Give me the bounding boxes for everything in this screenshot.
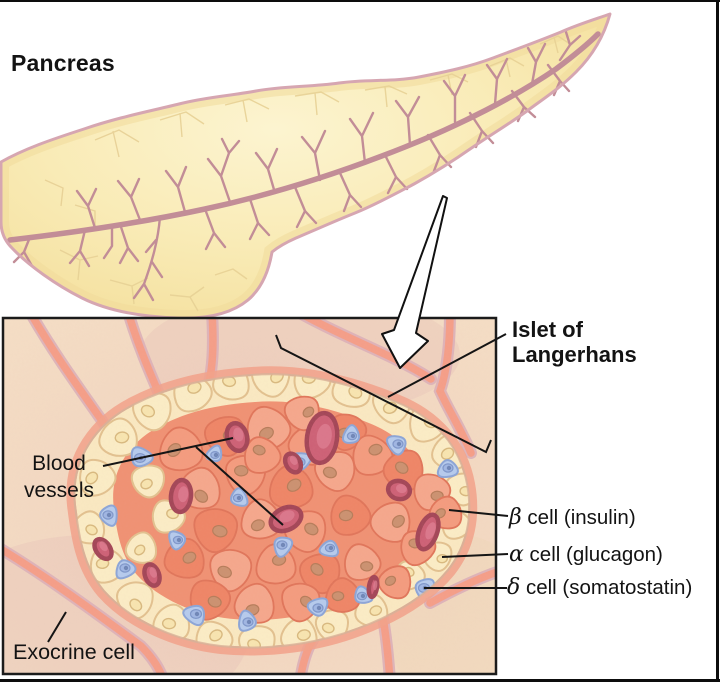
blood-vessels-line1: Blood <box>32 452 86 475</box>
blood-vessels-pointer-2 <box>195 446 284 526</box>
blood-vessels-line2: vessels <box>23 479 95 502</box>
figure-frame-top <box>0 0 720 2</box>
alpha-symbol: α <box>509 542 524 567</box>
pancreas-lobule-lines <box>44 35 571 312</box>
blood-vessels-label: Blood vessels <box>16 450 102 504</box>
alpha-cell-label: α cell (glucagon) <box>509 542 663 567</box>
delta-symbol: δ <box>507 575 521 600</box>
exocrine-cell-label: Exocrine cell <box>13 640 135 664</box>
duct-branches-head <box>12 215 164 302</box>
islet-bracket <box>275 334 492 454</box>
beta-text: cell (insulin) <box>521 506 636 529</box>
islet-inset <box>3 318 496 674</box>
exocrine-pointer <box>47 611 67 643</box>
islet-of-langerhans-label: Islet of Langerhans <box>512 317 637 367</box>
beta-cell-label: β cell (insulin) <box>509 505 636 530</box>
pancreas-label: Pancreas <box>11 50 115 76</box>
alpha-text: cell (glucagon) <box>523 543 663 566</box>
pancreas-organ <box>0 12 612 320</box>
pointer-lines <box>47 333 509 643</box>
figure-frame-bottom <box>0 679 720 682</box>
beta-pointer <box>448 509 509 517</box>
pancreatic-duct <box>7 30 601 302</box>
islet-pointer <box>387 333 507 398</box>
pancreas-outline <box>0 12 612 320</box>
figure-frame-right <box>716 0 719 682</box>
islet-label-line2: Langerhans <box>512 342 637 367</box>
inset-border <box>1 316 498 676</box>
delta-text: cell (somatostatin) <box>520 576 693 599</box>
beta-symbol: β <box>509 505 522 530</box>
islet-label-line1: Islet of <box>512 317 583 342</box>
zoom-arrow-icon <box>381 195 448 369</box>
delta-cell-label: δ cell (somatostatin) <box>507 575 692 600</box>
alpha-pointer <box>441 553 509 558</box>
duct-branches-upper <box>75 30 582 230</box>
blood-vessels-pointer-1 <box>102 437 234 467</box>
